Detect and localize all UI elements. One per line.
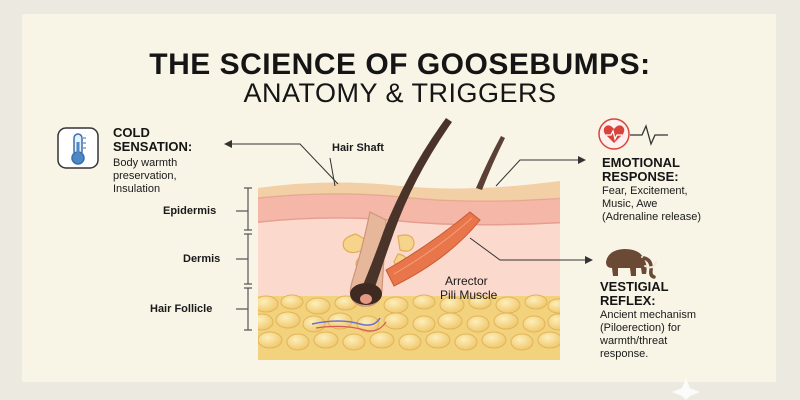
emotional-desc-2: Music, Awe	[602, 198, 658, 210]
blood-vessel-blue	[311, 317, 381, 326]
vestigial-desc-1: Ancient mechanism	[600, 309, 696, 321]
hair-shaft-label: Hair Shaft	[332, 142, 384, 154]
emotional-desc-3: (Adrenaline release)	[602, 211, 702, 223]
hair-follicle-label: Hair Follicle	[150, 303, 213, 315]
fat-cells	[258, 294, 560, 351]
cold-desc-1: Body warmth	[113, 157, 178, 169]
arrector-label-2: Pili Muscle	[440, 288, 498, 302]
cold-desc-3: Insulation	[113, 183, 161, 195]
heart-pulse-icon	[598, 116, 670, 157]
layer-bracket	[236, 187, 252, 331]
hair-shaft-secondary	[476, 136, 505, 190]
emotional-heading-2: RESPONSE:	[602, 169, 679, 184]
title-line-2: ANATOMY & TRIGGERS	[243, 78, 557, 108]
hair-follicle-sheath	[349, 211, 387, 307]
hair-shaft-main	[360, 118, 452, 296]
cold-heading-1: COLD	[113, 125, 150, 140]
emotional-leader	[495, 159, 578, 187]
hair-shaft-leader	[329, 157, 336, 187]
arrector-leader	[469, 237, 585, 261]
dermis-label: Dermis	[183, 253, 221, 265]
vestigial-desc-2: (Piloerection) for	[600, 322, 681, 334]
arrector-label-1: Arrector	[445, 274, 488, 288]
mammoth-icon	[596, 244, 658, 285]
title-line-1: THE SCIENCE OF GOOSEBUMPS:	[149, 48, 651, 81]
blood-vessel-red	[315, 321, 387, 332]
cold-leader	[232, 143, 339, 185]
emotional-heading-1: EMOTIONAL	[602, 155, 680, 170]
vestigial-heading-1: VESTIGIAL	[600, 279, 669, 294]
cold-heading-2: SENSATION:	[113, 139, 193, 154]
vestigial-heading-2: REFLEX:	[600, 293, 656, 308]
epidermis-label: Epidermis	[163, 205, 217, 217]
vestigial-desc-3: warmth/threat	[600, 335, 668, 347]
cold-desc-2: preservation,	[113, 170, 177, 182]
sparkle-decoration	[672, 378, 700, 400]
vestigial-desc-4: response.	[600, 348, 649, 360]
thermometer-icon	[56, 126, 100, 175]
emotional-desc-1: Fear, Excitement,	[602, 185, 688, 197]
